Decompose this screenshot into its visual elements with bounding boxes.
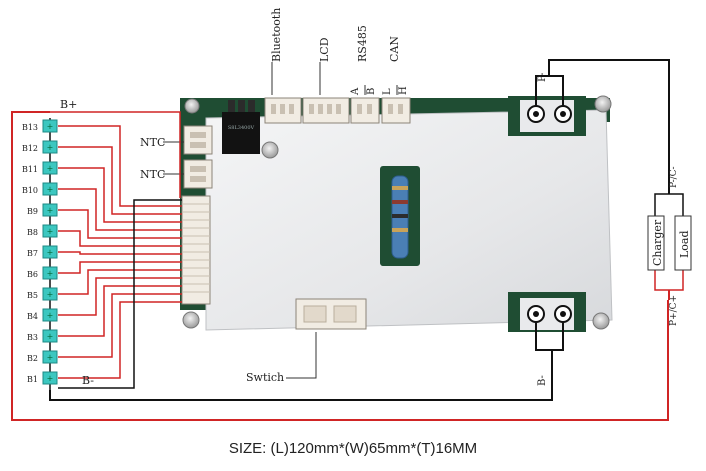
connector-rs485 — [350, 97, 380, 124]
svg-text:+: + — [47, 311, 54, 320]
cell-label: B1 — [27, 375, 38, 384]
load-label: Load — [678, 230, 691, 258]
svg-text:+: + — [47, 332, 54, 341]
cell-b1: + — [42, 371, 58, 385]
svg-text:+: + — [47, 353, 54, 362]
cell-b5: + — [42, 287, 58, 301]
b-plus-label: B+ — [60, 98, 77, 111]
battery-pack: B+ B- + + + + + + + + + + + + + — [11, 98, 669, 421]
cell-b2: + — [42, 350, 58, 364]
cell-label: B13 — [22, 123, 38, 132]
ntc-label-2: NTC — [140, 168, 165, 181]
svg-text:+: + — [47, 143, 54, 152]
size-caption: SIZE: (L)120mm*(W)65mm*(T)16MM — [228, 440, 478, 457]
can-h-label: H — [398, 86, 409, 95]
svg-text:+: + — [47, 185, 54, 194]
svg-text:+: + — [47, 269, 54, 278]
cell-label: B3 — [27, 333, 38, 342]
p-minus-c-minus-label: P-/C- — [669, 166, 679, 188]
svg-text:+: + — [47, 206, 54, 215]
svg-text:+: + — [47, 122, 54, 131]
p-plus-c-plus-label: P+/C+ — [669, 295, 679, 326]
b13-sense-wire — [50, 111, 181, 198]
bms-board: S8L3400V — [180, 95, 613, 332]
cell-label: B2 — [27, 354, 38, 363]
svg-text:+: + — [47, 290, 54, 299]
cell-label: B5 — [27, 291, 38, 300]
screw — [261, 141, 279, 159]
rs485-b-label: B — [366, 88, 377, 95]
connector-labels: Bluetooth LCD RS485 A B CAN L H NTC NTC … — [140, 8, 409, 384]
cell-label: B11 — [22, 165, 38, 174]
p-minus-label: P- — [537, 72, 548, 82]
lcd-label: LCD — [318, 37, 331, 62]
screw — [182, 311, 200, 329]
svg-text:+: + — [47, 227, 54, 236]
can-label: CAN — [388, 36, 401, 62]
b-minus-sense-wire — [58, 199, 182, 389]
chip-block — [222, 112, 260, 154]
cell-b11: + — [42, 161, 58, 175]
screw — [594, 95, 612, 113]
cell-label: B10 — [22, 186, 38, 195]
terminal-b-minus — [508, 292, 586, 332]
svg-text:+: + — [47, 164, 54, 173]
load-box — [674, 215, 692, 271]
charger-box — [647, 215, 665, 271]
rs485-a-label: A — [350, 87, 361, 96]
component — [228, 100, 235, 112]
cell-label: B4 — [27, 312, 38, 321]
svg-text:+: + — [47, 374, 54, 383]
bluetooth-label: Bluetooth — [270, 8, 283, 62]
cell-label: B6 — [27, 270, 38, 279]
ntc-label-1: NTC — [140, 136, 165, 149]
cell-b8: + — [42, 224, 58, 238]
cell-b13: + — [42, 119, 58, 133]
connector-lcd — [302, 97, 350, 124]
connector-ntc-1 — [183, 125, 213, 155]
connector-can — [381, 97, 411, 124]
connector-ntc-2 — [183, 159, 213, 189]
charger-label: Charger — [651, 219, 664, 266]
terminal-p-minus — [508, 96, 586, 136]
balance-connector — [181, 195, 211, 305]
switch-label: Swtich — [246, 371, 284, 384]
cell-b10: + — [42, 182, 58, 196]
screw — [184, 98, 200, 114]
p-minus-wire — [535, 59, 670, 194]
component — [248, 100, 255, 112]
cell-b3: + — [42, 329, 58, 343]
b-minus-label-right: B- — [537, 375, 548, 386]
connector-switch — [295, 298, 367, 330]
cell-b12: + — [42, 140, 58, 154]
component — [238, 100, 245, 112]
cell-label: B8 — [27, 228, 38, 237]
connector-bluetooth — [264, 97, 302, 124]
chip-text: S8L3400V — [228, 125, 255, 131]
cell-label: B9 — [27, 207, 38, 216]
cell-b6: + — [42, 266, 58, 280]
cell-b9: + — [42, 203, 58, 217]
output-wiring: P- B- P-/C- P+/C+ Charger Load — [535, 59, 692, 386]
screw — [592, 312, 610, 330]
b-plus-wire — [11, 111, 669, 421]
b-minus-wire — [49, 322, 564, 401]
cell-b7: + — [42, 245, 58, 259]
svg-text:+: + — [47, 248, 54, 257]
cell-b4: + — [42, 308, 58, 322]
cell-label: B12 — [22, 144, 38, 153]
rs485-label: RS485 — [356, 25, 369, 62]
can-l-label: L — [382, 88, 393, 95]
b-minus-label-left: B- — [82, 374, 94, 387]
center-window — [380, 166, 420, 266]
cell-label: B7 — [27, 249, 38, 258]
